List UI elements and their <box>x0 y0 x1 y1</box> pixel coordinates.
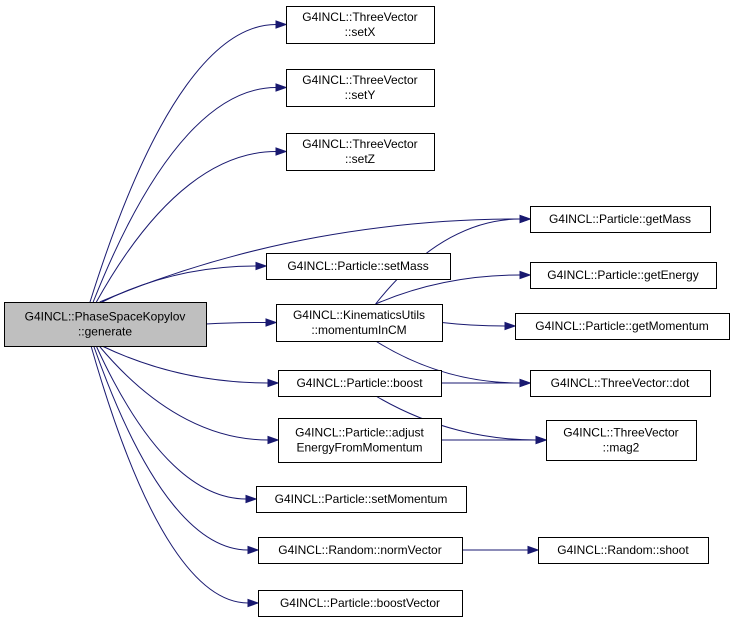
node-box <box>530 262 717 289</box>
node-getMomentum[interactable]: G4INCL::Particle::getMomentum <box>515 313 730 340</box>
node-box <box>266 253 451 280</box>
node-boostVector[interactable]: G4INCL::Particle::boostVector <box>258 590 463 617</box>
arrowhead <box>519 214 532 224</box>
node-setZ[interactable]: G4INCL::ThreeVector::setZ <box>286 133 435 171</box>
node-label: G4INCL::Particle::getEnergy <box>547 268 698 282</box>
node-label: G4INCL::Random::normVector <box>278 543 441 557</box>
edge-generate-boost <box>101 345 269 384</box>
arrowhead <box>535 435 548 445</box>
node-label: G4INCL::PhaseSpaceKopylov <box>25 310 186 324</box>
arrowhead <box>247 598 260 608</box>
arrowhead <box>519 270 532 280</box>
node-label: G4INCL::ThreeVector::dot <box>551 376 690 390</box>
node-label: G4INCL::Particle::boost <box>296 376 423 390</box>
edge-generate-setX <box>89 24 277 303</box>
arrowhead <box>275 83 288 92</box>
arrowhead <box>247 545 260 555</box>
node-normVector[interactable]: G4INCL::Random::normVector <box>258 537 463 564</box>
node-box <box>4 302 207 347</box>
edge-momentumInCM-getMass <box>375 218 521 305</box>
node-getMass[interactable]: G4INCL::Particle::getMass <box>530 206 711 233</box>
edge-generate-setMomentum <box>95 345 247 500</box>
node-box <box>258 590 463 617</box>
node-box <box>286 133 435 171</box>
edge-boost-mag2 <box>375 395 537 441</box>
node-label: G4INCL::ThreeVector <box>563 426 678 440</box>
node-label: ::mag2 <box>603 441 640 455</box>
node-setMass[interactable]: G4INCL::Particle::setMass <box>266 253 451 280</box>
node-boost[interactable]: G4INCL::Particle::boost <box>278 370 442 397</box>
edge-momentumInCM-getMomentum <box>441 322 506 327</box>
node-label: G4INCL::Particle::setMomentum <box>275 492 448 506</box>
node-box <box>538 537 709 564</box>
node-label: G4INCL::Random::shoot <box>557 543 689 557</box>
node-generate[interactable]: G4INCL::PhaseSpaceKopylov::generate <box>4 302 207 347</box>
edges-layer <box>89 20 548 608</box>
node-label: ::setZ <box>345 152 375 166</box>
node-setY[interactable]: G4INCL::ThreeVector::setY <box>286 69 435 107</box>
node-box <box>286 69 435 107</box>
arrowhead <box>519 378 532 388</box>
node-box <box>258 537 463 564</box>
arrowhead <box>255 261 268 271</box>
arrowhead <box>275 20 288 29</box>
edge-generate-momentumInCM <box>205 322 267 325</box>
node-box <box>256 486 467 513</box>
arrowhead <box>267 378 280 388</box>
node-label: ::setX <box>345 25 376 39</box>
node-label: G4INCL::KinematicsUtils <box>293 308 425 322</box>
node-box <box>286 6 435 44</box>
node-label: G4INCL::Particle::getMomentum <box>535 319 708 333</box>
nodes-layer: G4INCL::PhaseSpaceKopylov::generateG4INC… <box>4 6 730 617</box>
edge-generate-boostVector <box>90 345 249 604</box>
node-label: G4INCL::ThreeVector <box>302 137 417 151</box>
node-box <box>278 418 442 463</box>
node-box <box>530 370 711 397</box>
edge-generate-normVector <box>93 345 249 551</box>
edge-generate-adjustEnergy <box>98 345 269 441</box>
arrowhead <box>267 435 280 445</box>
edge-generate-setZ <box>95 151 277 303</box>
node-label: G4INCL::ThreeVector <box>302 73 417 87</box>
node-shoot[interactable]: G4INCL::Random::shoot <box>538 537 709 564</box>
node-label: ::setY <box>345 88 376 102</box>
node-mag2[interactable]: G4INCL::ThreeVector::mag2 <box>546 420 697 461</box>
arrowhead <box>527 545 540 555</box>
node-label: G4INCL::Particle::getMass <box>549 212 691 226</box>
node-label: G4INCL::Particle::setMass <box>287 259 428 273</box>
node-label: ::momentumInCM <box>311 323 406 337</box>
node-momentumInCM[interactable]: G4INCL::KinematicsUtils::momentumInCM <box>276 304 443 342</box>
node-label: ::generate <box>78 325 132 339</box>
arrowhead <box>275 147 288 156</box>
node-setMomentum[interactable]: G4INCL::Particle::setMomentum <box>256 486 467 513</box>
node-label: G4INCL::Particle::adjust <box>295 426 424 440</box>
edge-generate-setY <box>92 87 277 303</box>
node-adjustEnergy[interactable]: G4INCL::Particle::adjustEnergyFromMoment… <box>278 418 442 463</box>
node-label: EnergyFromMomentum <box>296 441 422 455</box>
node-dot[interactable]: G4INCL::ThreeVector::dot <box>530 370 711 397</box>
node-box <box>278 370 442 397</box>
node-box <box>530 206 711 233</box>
node-box <box>546 420 697 461</box>
arrowhead <box>265 318 278 327</box>
arrowhead <box>245 494 258 504</box>
edge-momentumInCM-getEnergy <box>375 274 521 305</box>
node-label: G4INCL::Particle::boostVector <box>280 596 440 610</box>
node-box <box>515 313 730 340</box>
edge-generate-setMass <box>101 265 257 303</box>
node-getEnergy[interactable]: G4INCL::Particle::getEnergy <box>530 262 717 289</box>
node-label: G4INCL::ThreeVector <box>302 10 417 24</box>
arrowhead <box>504 321 517 331</box>
node-setX[interactable]: G4INCL::ThreeVector::setX <box>286 6 435 44</box>
node-box <box>276 304 443 342</box>
